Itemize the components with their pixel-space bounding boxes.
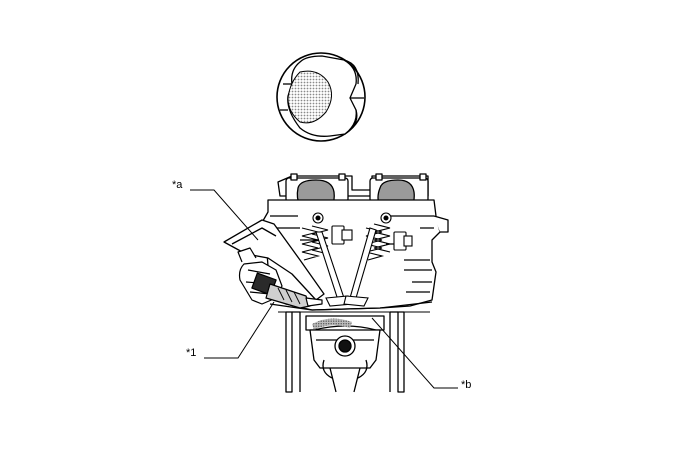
cylinder-block [285, 311, 405, 393]
fuel-injector [237, 247, 323, 309]
callout-label-b: *b [461, 379, 472, 391]
leader-line-a [190, 189, 259, 241]
valve-train [301, 212, 413, 307]
callout-label-a: *a [172, 179, 183, 191]
detail-circle-view [276, 52, 366, 142]
callout-label-1: *1 [186, 347, 197, 359]
leader-lines [190, 189, 458, 389]
leader-line-1 [204, 301, 275, 359]
leader-line-b [371, 317, 458, 389]
intake-port [223, 219, 325, 301]
